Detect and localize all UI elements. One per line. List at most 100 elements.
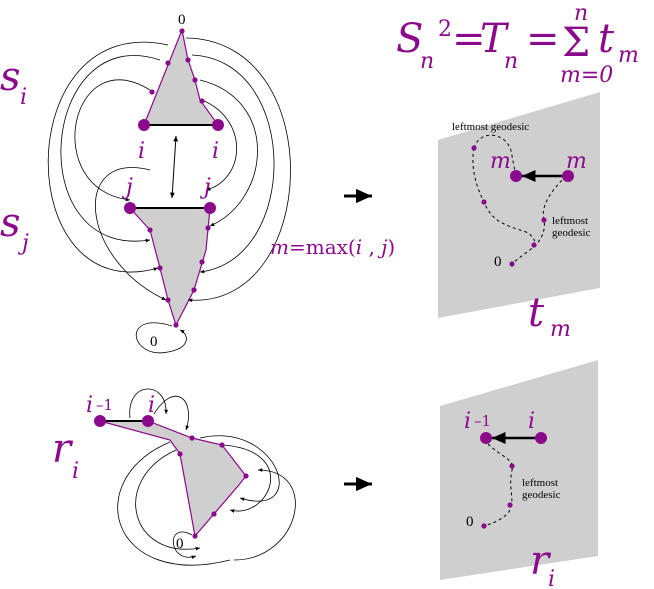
upper-polygon (143, 27, 220, 126)
label-i-minus: i (86, 393, 93, 418)
r-polygon (99, 420, 247, 538)
label-j-right: j (199, 175, 211, 200)
vertex-small (481, 523, 487, 529)
label-i-minus-panel: i (464, 409, 471, 434)
label-r-sub-i: i (72, 459, 79, 484)
label-i: i (148, 393, 155, 418)
max-expression: m=max(i , j) (270, 235, 395, 259)
label-s-j: s (0, 200, 21, 246)
vertex-m-right (562, 170, 574, 182)
vertex-small (481, 199, 487, 205)
label-i-right: i (212, 139, 219, 164)
vertex-small (471, 145, 477, 151)
note-geodesic-bottom: geodesic (522, 489, 561, 501)
label-s-sub-i: i (20, 85, 27, 110)
vertex-i-right (212, 119, 224, 131)
formula-m-sub: m (618, 43, 639, 68)
arc (233, 468, 296, 561)
zero-top: 0 (178, 12, 186, 28)
panel-plane (438, 92, 600, 318)
vertex-small (199, 98, 205, 104)
formula-eq2: = (526, 16, 560, 62)
panel-bottom: i –1 i leftmost geodesic 0 r i (440, 360, 598, 589)
label-r: r (52, 426, 74, 472)
note-geodesic: geodesic (552, 227, 591, 239)
arc (153, 395, 190, 431)
arc (221, 444, 271, 513)
double-arrow (169, 135, 179, 199)
vertex-small (149, 89, 155, 95)
vertex-i-minus-one (94, 415, 106, 427)
vertex-i (142, 415, 154, 427)
vertex-small (509, 463, 515, 469)
arc (47, 41, 169, 273)
geodesic-top (473, 134, 517, 177)
vertex-small (191, 287, 197, 293)
vertex-small (211, 511, 217, 517)
vertex-small (192, 533, 198, 539)
vertex-i-left (138, 119, 150, 131)
arc (191, 54, 275, 274)
loop (135, 322, 187, 354)
note-leftmost: leftmost (552, 215, 588, 227)
vertex-small (507, 502, 513, 508)
vertex-small (199, 259, 205, 265)
arc (201, 99, 237, 191)
vertex-j-right (204, 202, 216, 214)
label-i-panel: i (528, 409, 535, 434)
vertex-small (192, 77, 198, 83)
formula-n-sub: n (420, 49, 434, 74)
label-t: t (528, 290, 545, 336)
label-t-sub: m (550, 317, 571, 342)
arc (94, 167, 167, 301)
formula: S n 2 = T n = Σ n m=0 t m (396, 1, 639, 88)
label-m-right: m (566, 149, 587, 174)
left-labels: s i s j r i (0, 54, 79, 484)
vertex-i-minus-panel (480, 432, 492, 444)
formula-sum-top: n (574, 1, 588, 26)
arc (129, 388, 169, 419)
note-leftmost-bottom: leftmost (522, 477, 558, 489)
vertex-small (185, 57, 191, 63)
label-j-left: j (121, 175, 133, 200)
zero-bottom-diagram: 0 (176, 536, 184, 552)
vertex-small (541, 217, 547, 223)
vertex-i-panel (535, 432, 547, 444)
label-minus-one: –1 (96, 396, 113, 414)
vertex-small (165, 60, 171, 66)
label-r-panel: r (530, 538, 552, 584)
label-s: s (0, 54, 21, 100)
arc (199, 435, 280, 502)
vertex-small (165, 297, 171, 303)
label-m-left: m (490, 149, 511, 174)
max-label: m=max(i , j) (270, 235, 395, 259)
arc (117, 441, 231, 566)
vertex-small (189, 435, 195, 441)
label-i-left: i (138, 139, 145, 164)
zero-panel-bottom: 0 (466, 514, 474, 530)
loop (172, 531, 197, 560)
panel-plane-bottom (440, 360, 598, 580)
vertex-small (147, 227, 153, 233)
bottom-diagram: i –1 i 0 (86, 388, 296, 566)
vertex-small (157, 265, 163, 271)
vertex-small (179, 28, 185, 34)
vertex-small (509, 261, 515, 267)
vertex-j-left (124, 202, 136, 214)
geodesic-bottom (483, 443, 514, 527)
formula-sum-bottom: m=0 (560, 63, 613, 88)
arc (199, 79, 258, 227)
formula-eq1: = (452, 16, 486, 62)
geodesic-left (472, 147, 536, 246)
vertex-small (531, 242, 537, 248)
top-diagram: 0 0 i i j j (47, 12, 291, 354)
formula-n-sub2: n (504, 49, 518, 74)
formula-t-small: t (598, 16, 615, 62)
formula-t: T (480, 16, 510, 62)
lower-polygon (128, 207, 211, 327)
vertex-small (205, 225, 211, 231)
geodesic-right (511, 175, 567, 265)
vertex-small (173, 322, 179, 328)
